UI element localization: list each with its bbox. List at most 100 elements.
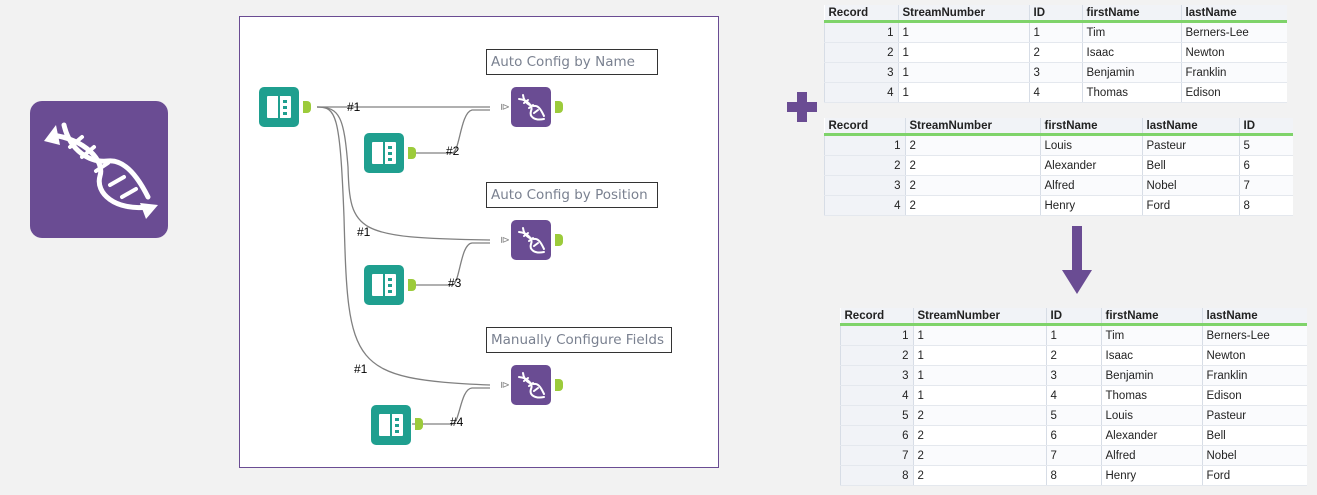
input-tool-3[interactable]: [364, 265, 404, 305]
table-cell[interactable]: 8: [1045, 465, 1101, 486]
record-number-cell[interactable]: 6: [840, 425, 913, 446]
table-cell[interactable]: Alfred: [1039, 175, 1142, 196]
union-tool-3[interactable]: [511, 365, 551, 405]
table-cell[interactable]: 5: [1045, 405, 1101, 426]
table-cell[interactable]: Tim: [1081, 21, 1181, 43]
table-cell[interactable]: 7: [1238, 175, 1293, 196]
output-anchor[interactable]: [408, 279, 416, 291]
output-anchor[interactable]: [555, 234, 563, 246]
table-cell[interactable]: 6: [1045, 425, 1101, 446]
table-cell[interactable]: 1: [912, 385, 1046, 406]
table-cell[interactable]: 8: [1238, 195, 1293, 216]
table-cell[interactable]: Edison: [1201, 385, 1307, 406]
column-header[interactable]: Record: [824, 5, 898, 23]
table-cell[interactable]: 1: [897, 42, 1029, 63]
table-cell[interactable]: Pasteur: [1201, 405, 1307, 426]
table-cell[interactable]: 5: [1238, 134, 1293, 156]
table-cell[interactable]: 2: [904, 195, 1040, 216]
column-header[interactable]: ID: [1045, 308, 1101, 326]
table-cell[interactable]: Henry: [1039, 195, 1142, 216]
table-cell[interactable]: Alfred: [1100, 445, 1202, 466]
record-number-cell[interactable]: 7: [840, 445, 913, 466]
table-cell[interactable]: Franklin: [1201, 365, 1307, 386]
input-tool-1[interactable]: [259, 87, 299, 127]
table-cell[interactable]: 2: [1028, 42, 1082, 63]
table-cell[interactable]: Newton: [1201, 345, 1307, 366]
table-cell[interactable]: 3: [1045, 365, 1101, 386]
column-header[interactable]: lastName: [1141, 118, 1239, 136]
union-tool-1[interactable]: [511, 87, 551, 127]
column-header[interactable]: firstName: [1081, 5, 1181, 23]
record-number-cell[interactable]: 1: [840, 324, 913, 346]
output-anchor[interactable]: [555, 101, 563, 113]
table-cell[interactable]: 1: [912, 345, 1046, 366]
annotation-box[interactable]: Auto Config by Name: [486, 49, 658, 75]
table-cell[interactable]: Bell: [1201, 425, 1307, 446]
table-cell[interactable]: Thomas: [1100, 385, 1202, 406]
annotation-box[interactable]: Auto Config by Position: [486, 182, 658, 208]
table-cell[interactable]: 1: [912, 365, 1046, 386]
table-cell[interactable]: Tim: [1100, 324, 1202, 346]
column-header[interactable]: ID: [1028, 5, 1082, 23]
table-cell[interactable]: 2: [904, 155, 1040, 176]
table-cell[interactable]: Ford: [1141, 195, 1239, 216]
table-cell[interactable]: Alexander: [1039, 155, 1142, 176]
table-cell[interactable]: Isaac: [1081, 42, 1181, 63]
table-cell[interactable]: Ford: [1201, 465, 1307, 486]
table-cell[interactable]: 1: [912, 324, 1046, 346]
record-number-cell[interactable]: 3: [840, 365, 913, 386]
table-cell[interactable]: 2: [1045, 345, 1101, 366]
table-cell[interactable]: 1: [897, 21, 1029, 43]
record-number-cell[interactable]: 4: [840, 385, 913, 406]
table-cell[interactable]: 1: [1045, 324, 1101, 346]
table-cell[interactable]: Edison: [1180, 82, 1287, 103]
record-number-cell[interactable]: 2: [840, 345, 913, 366]
table-cell[interactable]: Louis: [1100, 405, 1202, 426]
table-cell[interactable]: Berners-Lee: [1180, 21, 1287, 43]
column-header[interactable]: StreamNumber: [904, 118, 1040, 136]
table-cell[interactable]: 6: [1238, 155, 1293, 176]
table-cell[interactable]: Benjamin: [1100, 365, 1202, 386]
table-cell[interactable]: Nobel: [1201, 445, 1307, 466]
annotation-box[interactable]: Manually Configure Fields: [486, 327, 672, 353]
record-number-cell[interactable]: 2: [824, 42, 898, 63]
column-header[interactable]: Record: [824, 118, 905, 136]
table-cell[interactable]: 7: [1045, 445, 1101, 466]
record-number-cell[interactable]: 2: [824, 155, 905, 176]
input-anchor-icon[interactable]: ⧐: [500, 380, 510, 391]
table-cell[interactable]: Isaac: [1100, 345, 1202, 366]
column-header[interactable]: Record: [840, 308, 913, 326]
output-anchor[interactable]: [303, 101, 311, 113]
table-cell[interactable]: 1: [1028, 21, 1082, 43]
table-cell[interactable]: Nobel: [1141, 175, 1239, 196]
record-number-cell[interactable]: 4: [824, 82, 898, 103]
column-header[interactable]: lastName: [1180, 5, 1287, 23]
table-cell[interactable]: Franklin: [1180, 62, 1287, 83]
table-cell[interactable]: 2: [912, 425, 1046, 446]
record-number-cell[interactable]: 1: [824, 134, 905, 156]
table-cell[interactable]: Thomas: [1081, 82, 1181, 103]
table-cell[interactable]: Newton: [1180, 42, 1287, 63]
table-cell[interactable]: Berners-Lee: [1201, 324, 1307, 346]
input-anchor-icon[interactable]: ⧐: [500, 102, 510, 113]
column-header[interactable]: StreamNumber: [912, 308, 1046, 326]
column-header[interactable]: ID: [1238, 118, 1293, 136]
table-cell[interactable]: 2: [912, 405, 1046, 426]
record-number-cell[interactable]: 1: [824, 21, 898, 43]
table-cell[interactable]: 1: [897, 82, 1029, 103]
table-cell[interactable]: Bell: [1141, 155, 1239, 176]
column-header[interactable]: firstName: [1039, 118, 1142, 136]
column-header[interactable]: StreamNumber: [897, 5, 1029, 23]
